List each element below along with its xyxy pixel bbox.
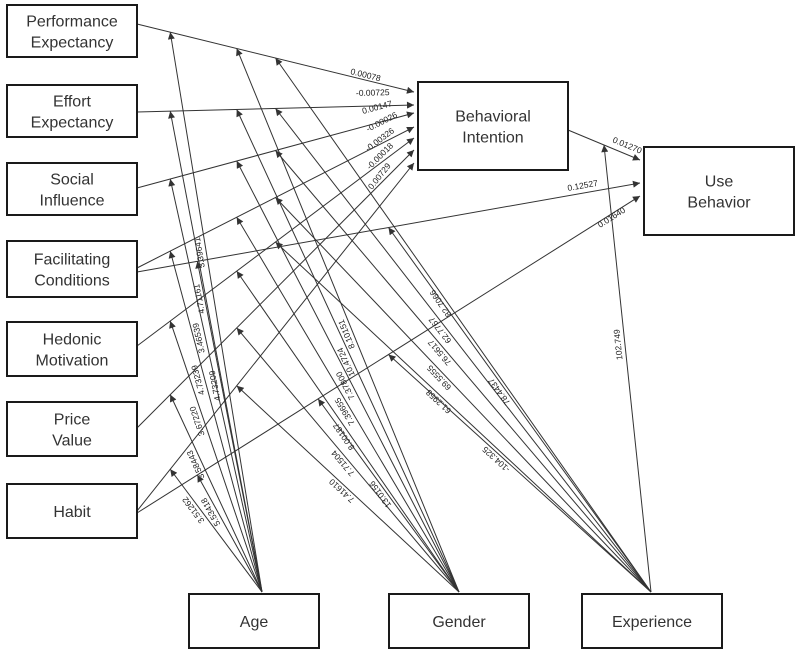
path-arrow-gender-pv_bi bbox=[236, 327, 460, 593]
path-arrow-gender-ha_ub bbox=[317, 398, 460, 593]
path-arrow-age-pe_bi bbox=[167, 32, 263, 593]
node-box-exp bbox=[581, 593, 723, 649]
path-arrow-exp-pe_bi bbox=[275, 57, 652, 593]
path-coefficient-gender-ha_bi: 7.41610 bbox=[327, 477, 357, 505]
node-label-ee-1: Expectancy bbox=[31, 115, 114, 132]
node-box-si bbox=[6, 162, 138, 216]
path-arrow-exp-fc_ub bbox=[388, 227, 652, 593]
path-coefficient-age-si_bi: 3.46539 bbox=[190, 322, 206, 354]
path-coefficient-exp-hm_bi: 61.2958 bbox=[424, 387, 453, 415]
path-coefficient-exp-bi_ub: 102.749 bbox=[611, 329, 624, 361]
node-label-si-0: Social bbox=[50, 172, 94, 189]
path-coefficient-ee-bi: -0.00725 bbox=[356, 87, 390, 98]
path-coefficient-bi-ub: 0.01270 bbox=[611, 135, 643, 156]
path-coefficient-age-fc_bi: 4.73239 bbox=[189, 364, 207, 397]
path-arrow-gender-si_bi bbox=[236, 160, 460, 593]
path-arrow-ha-bi bbox=[136, 162, 415, 512]
node-label-exp-0: Experience bbox=[612, 614, 692, 631]
node-label-fc-1: Conditions bbox=[34, 273, 110, 290]
node-box-pe bbox=[6, 4, 138, 58]
node-label-fc-0: Facilitating bbox=[34, 252, 110, 269]
path-coefficient-exp-ha_ub: -104.325 bbox=[480, 444, 512, 474]
node-label-pe-1: Expectancy bbox=[31, 35, 114, 52]
node-ha: Habit bbox=[6, 483, 138, 539]
node-label-pv-1: Value bbox=[52, 433, 92, 450]
path-arrow-age-fc_ub bbox=[195, 261, 263, 593]
path-arrow-pv-bi bbox=[136, 149, 415, 429]
node-box-fc bbox=[6, 240, 138, 298]
path-arrow-age-pv_bi bbox=[169, 394, 263, 593]
path-coefficient-pe-bi: 0.00078 bbox=[350, 66, 382, 83]
node-label-si-1: Influence bbox=[40, 193, 105, 210]
node-label-ha-0: Habit bbox=[53, 504, 91, 521]
path-arrow-exp-si_bi bbox=[275, 150, 652, 593]
path-arrow-gender-hm_bi bbox=[236, 270, 460, 593]
node-label-bi-1: Intention bbox=[462, 130, 523, 147]
path-arrow-exp-hm_bi bbox=[275, 241, 652, 593]
path-arrow-age-ha_bi bbox=[169, 468, 263, 593]
node-box-ha bbox=[6, 483, 138, 539]
path-arrow-age-fc_bi bbox=[168, 250, 263, 593]
node-label-hm-0: Hedonic bbox=[43, 332, 102, 349]
node-age: Age bbox=[188, 593, 320, 649]
path-arrow-gender-ee_bi bbox=[236, 109, 460, 593]
node-label-pv-0: Price bbox=[54, 412, 91, 429]
node-label-pe-0: Performance bbox=[26, 14, 118, 31]
path-arrow-age-hm_bi bbox=[169, 320, 263, 593]
node-box-ee bbox=[6, 84, 138, 138]
node-box-gender bbox=[388, 593, 530, 649]
node-box-hm bbox=[6, 321, 138, 377]
node-label-bi-0: Behavioral bbox=[455, 109, 531, 126]
node-label-age-0: Age bbox=[240, 614, 269, 631]
path-arrow-exp-bi_ub bbox=[601, 144, 652, 593]
path-arrow-exp-fc_bi bbox=[275, 197, 652, 593]
path-arrow-age-si_bi bbox=[168, 178, 263, 593]
path-arrow-gender-fc_bi bbox=[236, 216, 460, 593]
node-gender: Gender bbox=[388, 593, 530, 649]
path-arrow-exp-ee_bi bbox=[275, 108, 652, 593]
path-coefficient-exp-fc_bi: 69.5555 bbox=[425, 363, 454, 392]
path-arrow-exp-ha_ub bbox=[388, 354, 652, 593]
path-arrow-gender-ha_bi bbox=[236, 385, 460, 593]
node-label-hm-1: Motivation bbox=[36, 353, 109, 370]
path-coefficient-gender-pv_bi: 7.71504 bbox=[329, 448, 357, 478]
path-arrow-age-ha_ub bbox=[196, 474, 263, 593]
node-label-ee-0: Effort bbox=[53, 94, 92, 111]
node-label-gender-0: Gender bbox=[432, 614, 486, 631]
node-box-bi bbox=[417, 81, 569, 171]
node-box-pv bbox=[6, 401, 138, 457]
node-box-age bbox=[188, 593, 320, 649]
path-arrow-gender-pe_bi bbox=[236, 48, 460, 593]
node-box-ub bbox=[643, 146, 795, 236]
node-label-ub-1: Behavior bbox=[687, 195, 751, 212]
node-label-ub-0: Use bbox=[705, 174, 734, 191]
node-exp: Experience bbox=[581, 593, 723, 649]
